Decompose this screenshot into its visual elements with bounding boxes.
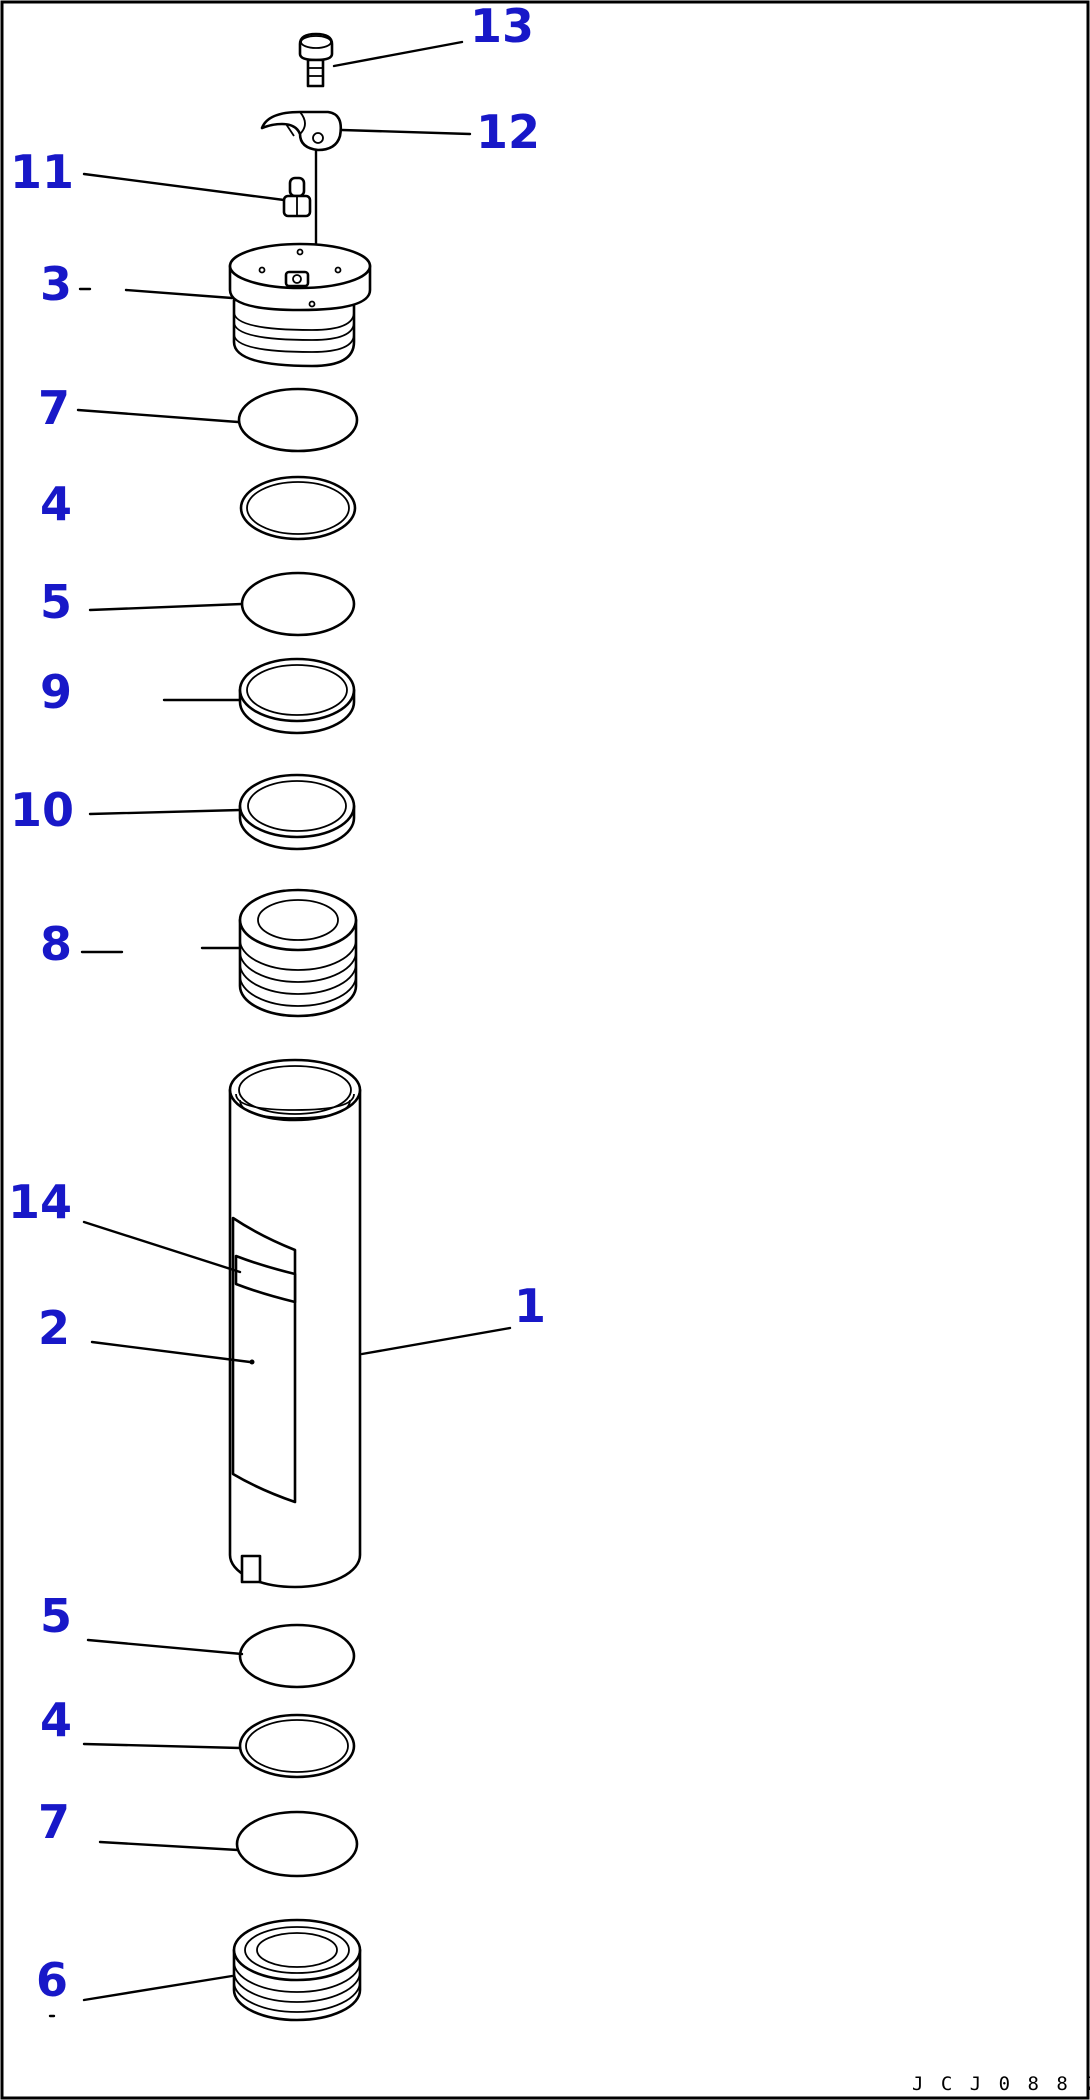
callout-11: 11 — [10, 145, 74, 199]
part-5-bottom-ring — [238, 1623, 356, 1689]
callout-7-top: 7 — [38, 381, 70, 435]
part-7-bottom-ring — [235, 1810, 359, 1878]
part-4-top-backup-ring — [239, 475, 357, 541]
part-7-top-ring — [237, 387, 359, 453]
part-14-label — [234, 1254, 297, 1304]
callout-2: 2 — [38, 1301, 70, 1355]
callout-14: 14 — [8, 1175, 72, 1229]
callout-5-bottom: 5 — [40, 1589, 72, 1643]
part-11-fitting — [282, 176, 312, 218]
part-5-top-ring — [240, 571, 356, 637]
tube-tab — [240, 1554, 262, 1584]
part-8-piston — [238, 888, 358, 1018]
callout-numbers: 13 12 11 3 7 4 5 9 10 8 14 2 1 5 4 7 6 — [8, 0, 546, 2007]
part-10-seal-ring — [238, 773, 356, 851]
callout-4-top: 4 — [40, 477, 72, 531]
callout-3: 3 — [40, 257, 72, 311]
part-13-bolt — [298, 32, 334, 88]
leader-lines — [48, 40, 512, 2018]
callout-9: 9 — [40, 665, 72, 719]
part-4-bottom-backup-ring — [238, 1713, 356, 1779]
callout-10: 10 — [10, 783, 74, 837]
part-6-gland-nut — [232, 1918, 362, 2022]
callout-8: 8 — [40, 917, 72, 971]
callout-4-bottom: 4 — [40, 1693, 72, 1747]
part-12-clamp — [260, 110, 343, 152]
document-number: J C J 0 8 8 7 3 — [912, 2073, 1090, 2095]
callout-13: 13 — [470, 0, 534, 53]
part-9-wear-ring — [238, 657, 356, 735]
part-3-cylinder-head — [228, 242, 372, 368]
callout-12: 12 — [476, 105, 540, 159]
callout-5-top: 5 — [40, 575, 72, 629]
callout-1: 1 — [514, 1279, 546, 1333]
callout-7-bottom: 7 — [38, 1795, 70, 1849]
callout-6: 6 — [36, 1953, 68, 2007]
